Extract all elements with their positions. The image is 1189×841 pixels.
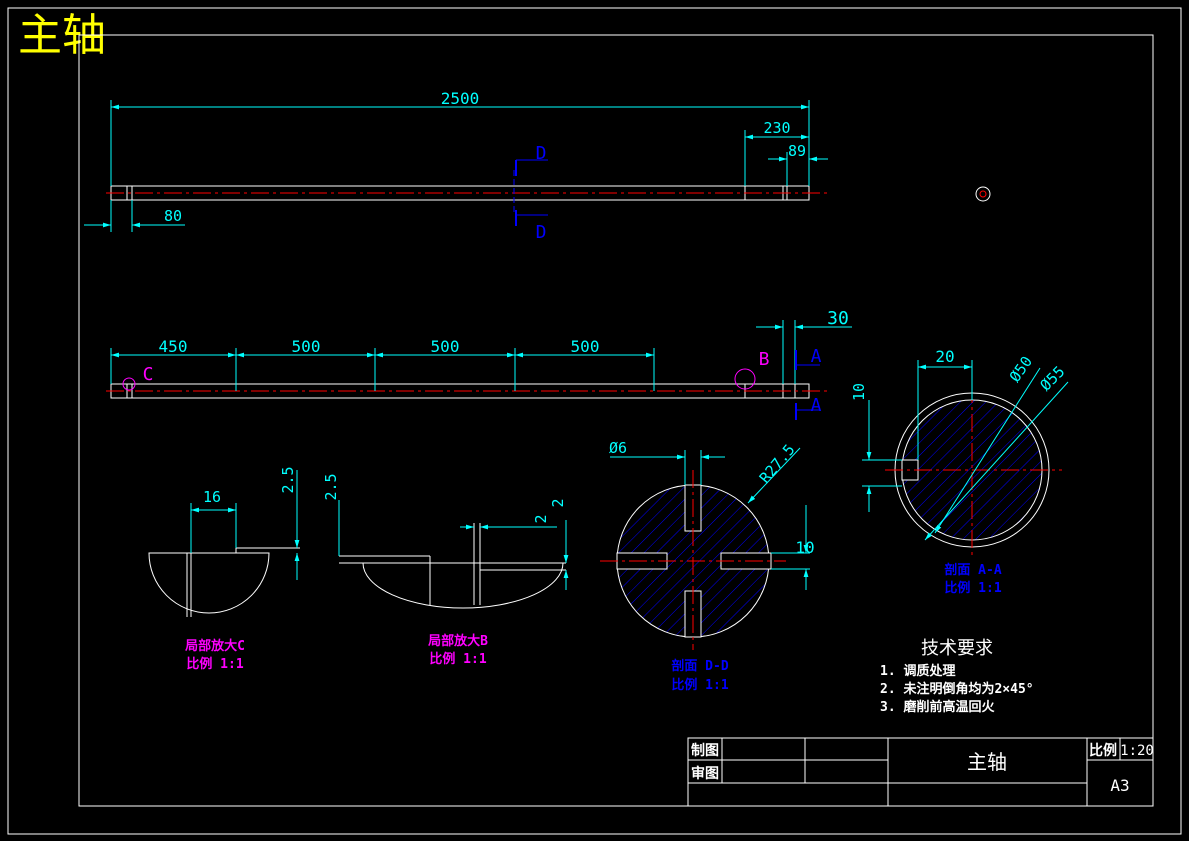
detail-b-view: [338, 500, 569, 609]
title-block-drawn: 制图: [691, 742, 719, 759]
section-dd-scale: 比例 1:1: [671, 677, 728, 693]
section-dd-dim-10: 10: [795, 538, 814, 557]
section-aa-caption: 剖面 A-A: [944, 562, 1001, 578]
section-dd-dim-dia6: Ø6: [609, 439, 627, 457]
detail-c-dim-2-5: 2.5: [279, 466, 297, 493]
detail-c-caption: 局部放大C: [185, 638, 245, 654]
section-aa-dim-20: 20: [935, 347, 954, 366]
tech-heading: 技术要求: [921, 638, 993, 659]
inner-frame: [78, 34, 1154, 807]
section-aa-scale: 比例 1:1: [944, 580, 1001, 596]
target-marker: [975, 186, 991, 202]
detail-b-dim-2: 2: [532, 514, 550, 523]
dim-450: 450: [159, 337, 188, 356]
dim-500-b: 500: [431, 337, 460, 356]
dim-30: 30: [827, 308, 849, 329]
dim-500-a: 500: [292, 337, 321, 356]
dim-89: 89: [788, 142, 806, 160]
section-a-top: A: [811, 346, 822, 367]
label-c: C: [143, 364, 154, 385]
title-block-part-name: 主轴: [967, 750, 1007, 774]
tech-item-1: 1. 调质处理: [880, 663, 955, 679]
section-aa-dim-dia55: Ø55: [1037, 363, 1069, 395]
title-block: [687, 737, 1154, 807]
detail-b-caption: 局部放大B: [428, 633, 488, 649]
detail-b-scale: 比例 1:1: [429, 651, 486, 667]
section-dd-dim-r27-5: R27.5: [756, 441, 799, 487]
section-dd-view: [600, 447, 810, 650]
dim-500-c: 500: [571, 337, 600, 356]
tech-item-3: 3. 磨削前高温回火: [880, 699, 995, 715]
shaft-view-1: [84, 100, 830, 232]
title-block-sheet-size: A3: [1110, 776, 1129, 795]
detail-b-dim-2-5: 2.5: [322, 473, 340, 500]
detail-c-scale: 比例 1:1: [186, 656, 243, 672]
section-aa-dim-10: 10: [850, 383, 868, 401]
section-a-bottom: A: [811, 395, 822, 416]
section-aa-view: [862, 360, 1069, 555]
label-b: B: [759, 349, 770, 370]
dim-80: 80: [164, 207, 182, 225]
detail-b-dim-2-side: 2: [549, 498, 567, 507]
tech-item-2: 2. 未注明倒角均为2×45°: [880, 681, 1034, 697]
detail-c-view: [148, 470, 300, 617]
title-block-scale-value: 1:20: [1120, 743, 1154, 759]
section-dd-caption: 剖面 D-D: [671, 658, 728, 674]
detail-c-dim-16: 16: [203, 488, 221, 506]
outer-frame: [7, 7, 1182, 835]
shaft-view-2: [106, 320, 852, 420]
section-d-top: D: [536, 143, 547, 164]
title-block-checked: 审图: [691, 765, 719, 782]
title-block-scale-label: 比例: [1089, 742, 1117, 759]
dim-2500: 2500: [441, 89, 480, 108]
section-d-bottom: D: [536, 222, 547, 243]
dim-230: 230: [763, 119, 790, 137]
